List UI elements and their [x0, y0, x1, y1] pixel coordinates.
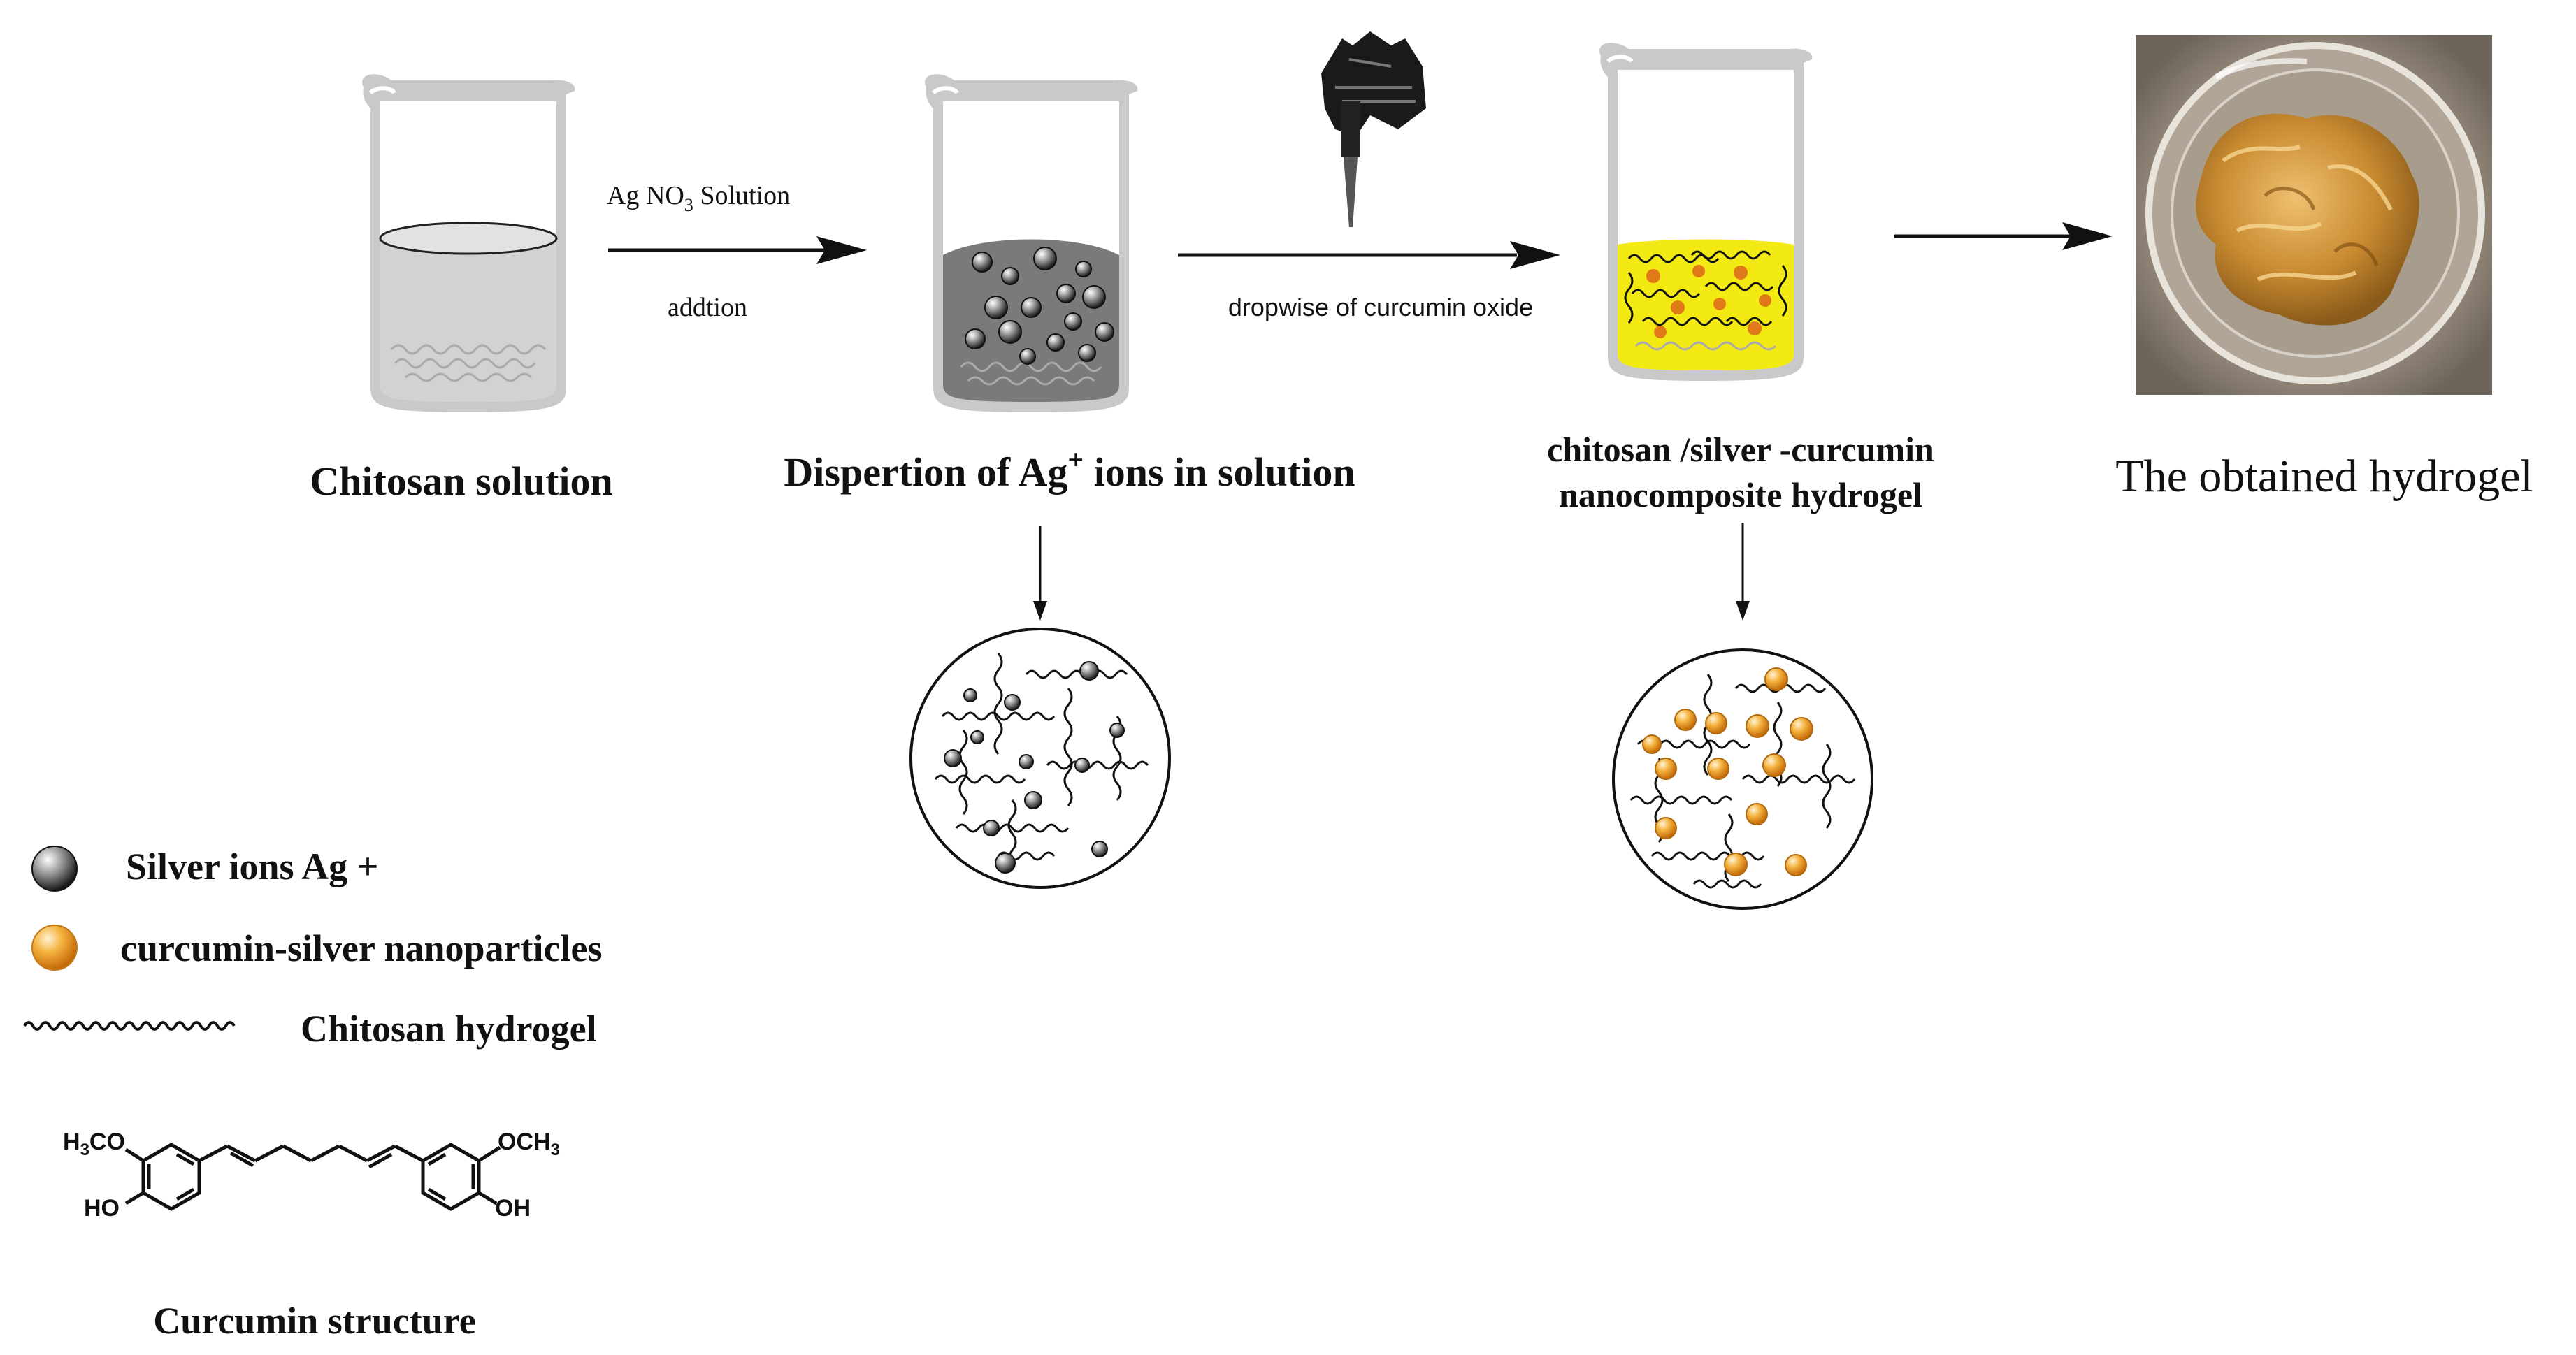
curcumin-structure-caption: Curcumin structure [153, 1300, 475, 1342]
arrow1-bottom-label: addtion [668, 293, 747, 322]
silver-ions-in-network [944, 661, 1125, 874]
step1-label: Chitosan solution [310, 458, 613, 504]
legend: Silver ions Ag + curcumin-silver nanopar… [23, 846, 602, 1050]
curcumin-structure: H3CO HO OCH3 OH Curcumin structure [63, 1129, 560, 1342]
arrow1-top-label: Ag NO3 Solution [607, 181, 790, 215]
hydrogel-chain-legend-icon [23, 1021, 236, 1031]
nanoparticles-in-beaker [1646, 265, 1771, 338]
beaker-nanocomposite [1599, 43, 1812, 381]
legend-nanoparticles: curcumin-silver nanoparticles [120, 927, 602, 969]
nanoparticle-legend-icon [31, 925, 78, 971]
beaker-dispersion [925, 74, 1137, 412]
chitosan-sediment [390, 344, 547, 382]
oh-label: OH [495, 1195, 531, 1222]
beaker-chitosan [362, 74, 575, 412]
step3-label-line1: chitosan /silver -curcumin [1547, 430, 1934, 469]
arrow-curcumin-dropwise: dropwise of curcumin oxide [1178, 241, 1560, 321]
arrow2-bottom-label: dropwise of curcumin oxide [1228, 293, 1533, 321]
silver-ion-legend-icon [31, 846, 78, 892]
nanoparticles-in-network [1642, 667, 1813, 876]
och3-label: OCH3 [498, 1129, 560, 1159]
silver-ions-in-beaker [965, 247, 1114, 365]
dropper-hand-icon [1321, 31, 1426, 227]
network-circle-silver [909, 628, 1171, 889]
hydrogel-photo [2136, 35, 2492, 395]
legend-silver-ions: Silver ions Ag + [126, 846, 378, 887]
step3-label-line2: nanocomposite hydrogel [1559, 475, 1922, 514]
step2-label: Dispertion of Ag+ ions in solution [784, 444, 1355, 495]
hydrogel-mass [2196, 113, 2419, 326]
ho-label: HO [84, 1195, 120, 1222]
arrow-ag-addition: Ag NO3 Solution addtion [607, 181, 867, 322]
legend-hydrogel: Chitosan hydrogel [301, 1008, 597, 1050]
hydrogel-chains-in-beaker [1624, 250, 1787, 326]
step4-label: The obtained hydrogel [2115, 451, 2533, 502]
h3co-label: H3CO [63, 1129, 125, 1159]
network-circle-nanoparticles [1612, 648, 1873, 910]
arrow-to-result [1894, 222, 2113, 250]
